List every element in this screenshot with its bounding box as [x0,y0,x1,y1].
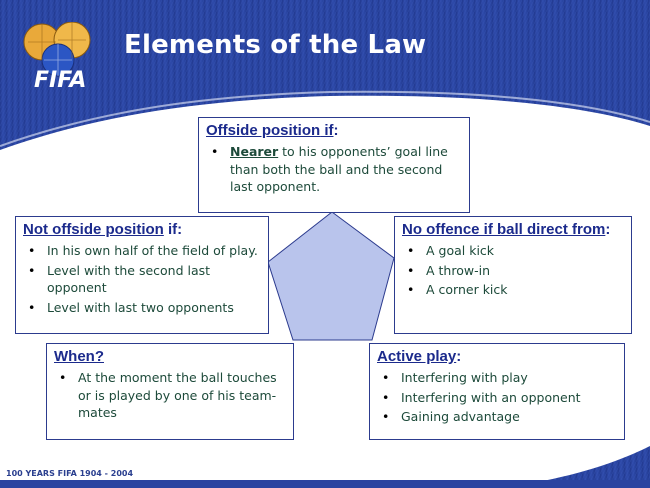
not-offside-heading-colon: : [177,221,183,238]
active-play-heading-text: Active play [377,348,457,365]
nearer-text: to his opponents’ goal line than both th… [230,144,448,194]
not-offside-heading: Not offside position if: [23,221,262,238]
list-item: A throw-in [402,262,625,280]
slide-title: Elements of the Law [124,30,427,60]
no-offence-heading: No offence if ball direct from: [402,221,625,238]
not-offside-heading-if: if [163,221,178,238]
nearer-bold: Nearer [230,144,279,159]
active-play-heading: Active play: [377,348,618,365]
offside-position-heading: Offside position if: [206,122,463,139]
no-offence-heading-text: No offence if ball direct from [402,221,606,238]
list-item: A goal kick [402,242,625,260]
not-offside-box: Not offside position if: In his own half… [15,216,269,334]
list-item: Level with the second last opponent [23,262,262,297]
list-item: At the moment the ball touches or is pla… [54,369,287,422]
footer-text: 100 YEARS FIFA 1904 - 2004 [6,469,134,478]
when-heading: When? [54,348,287,365]
pentagon [267,211,395,341]
curve-highlight [0,90,650,147]
fifa-wordmark: FIFA [34,68,87,93]
list-item: Gaining advantage [377,408,618,426]
list-item: A corner kick [402,281,625,299]
globe-icon [23,22,91,77]
fifa-globe-logo [23,22,91,77]
list-item: Interfering with play [377,369,618,387]
when-box: When? At the moment the ball touches or … [46,343,294,440]
active-play-box: Active play: Interfering with play Inter… [369,343,625,440]
list-item: Interfering with an opponent [377,389,618,407]
offside-position-box: Offside position if: Nearer to his oppon… [198,117,470,213]
list-item: In his own half of the field of play. [23,242,262,260]
footer-corner [500,446,650,488]
no-offence-heading-colon: : [605,221,611,238]
active-play-heading-colon: : [456,348,462,365]
list-item: Level with last two opponents [23,299,262,317]
not-offside-heading-text: Not offside position [23,221,164,238]
offside-heading-colon: : [333,122,339,139]
no-offence-box: No offence if ball direct from: A goal k… [394,216,632,334]
list-item: Nearer to his opponents’ goal line than … [206,143,463,196]
offside-heading-text: Offside position [206,122,321,139]
footer-band [0,480,650,488]
offside-heading-if: if [320,122,334,139]
when-heading-text: When? [54,348,104,365]
